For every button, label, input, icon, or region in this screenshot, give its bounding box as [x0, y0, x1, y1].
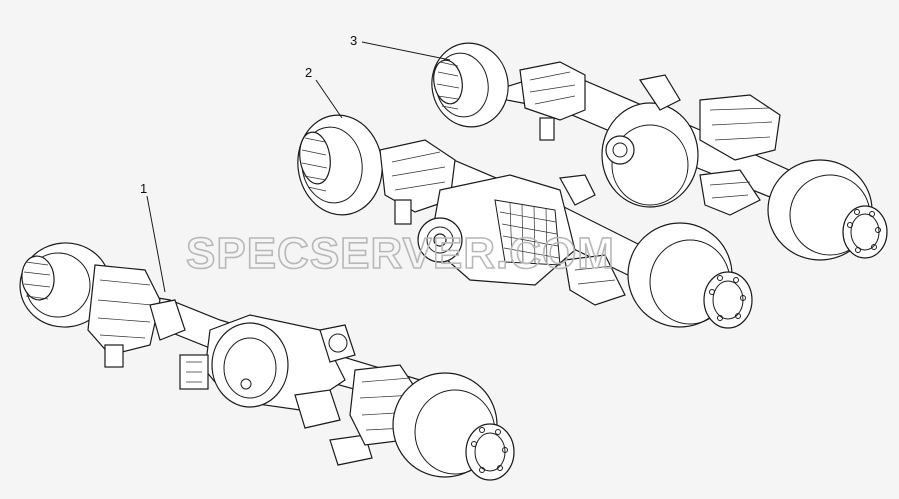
- axle-3: [431, 42, 888, 261]
- callout-2: 2: [305, 65, 343, 119]
- callout-3: 3: [350, 33, 451, 61]
- callout-2-label: 2: [305, 65, 312, 80]
- callout-1-label: 1: [140, 181, 147, 196]
- watermark-text: SPECSERVER.COM: [186, 229, 615, 278]
- axle-2: [297, 114, 753, 329]
- axle-1: [19, 242, 515, 481]
- callout-3-label: 3: [350, 33, 357, 48]
- callout-1: 1: [140, 181, 166, 293]
